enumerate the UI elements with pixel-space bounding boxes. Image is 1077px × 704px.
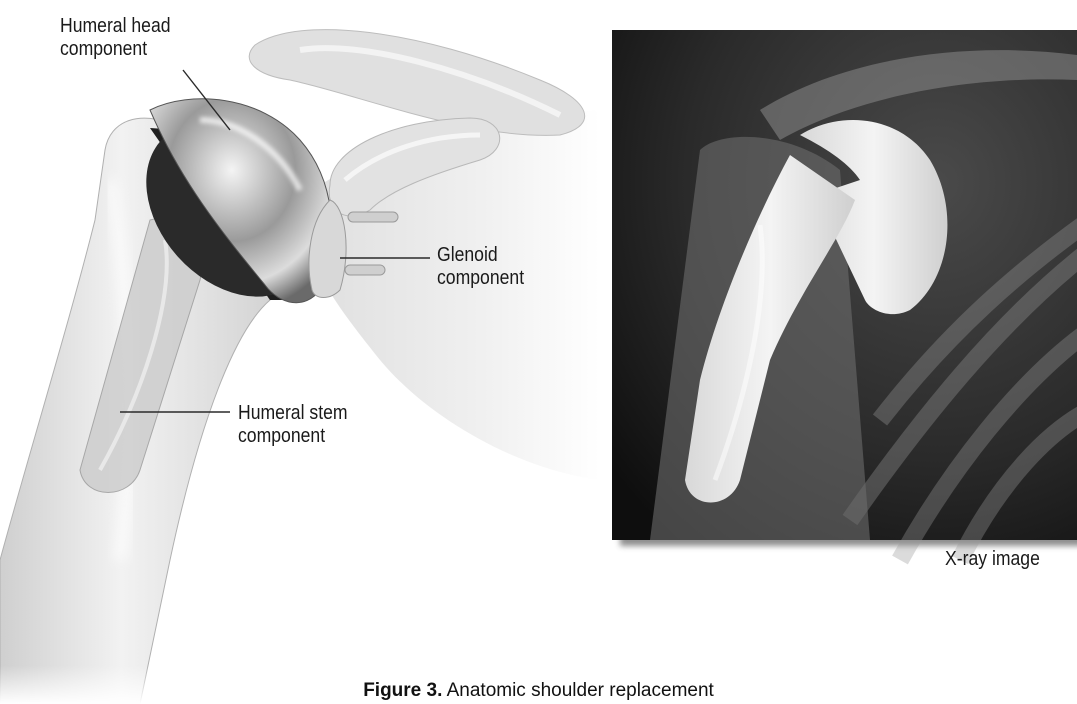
figure-caption: Figure 3. Anatomic shoulder replacement (0, 680, 1077, 702)
humeral-head-label-line1: Humeral head (60, 15, 171, 38)
glenoid-label-line2: component (437, 267, 524, 290)
humeral-stem-label-line2: component (238, 425, 348, 448)
xray-panel (612, 30, 1077, 560)
figure-caption-text: Anatomic shoulder replacement (442, 680, 713, 701)
glenoid-label: Glenoid component (437, 244, 524, 290)
glenoid-label-line1: Glenoid (437, 244, 524, 267)
xray-label: X-ray image (945, 548, 1040, 571)
humeral-head-label: Humeral head component (60, 15, 171, 61)
figure-number: Figure 3. (363, 680, 442, 701)
humeral-stem-label-line1: Humeral stem (238, 402, 348, 425)
humeral-stem-label: Humeral stem component (238, 402, 348, 448)
humeral-head-label-line2: component (60, 38, 171, 61)
